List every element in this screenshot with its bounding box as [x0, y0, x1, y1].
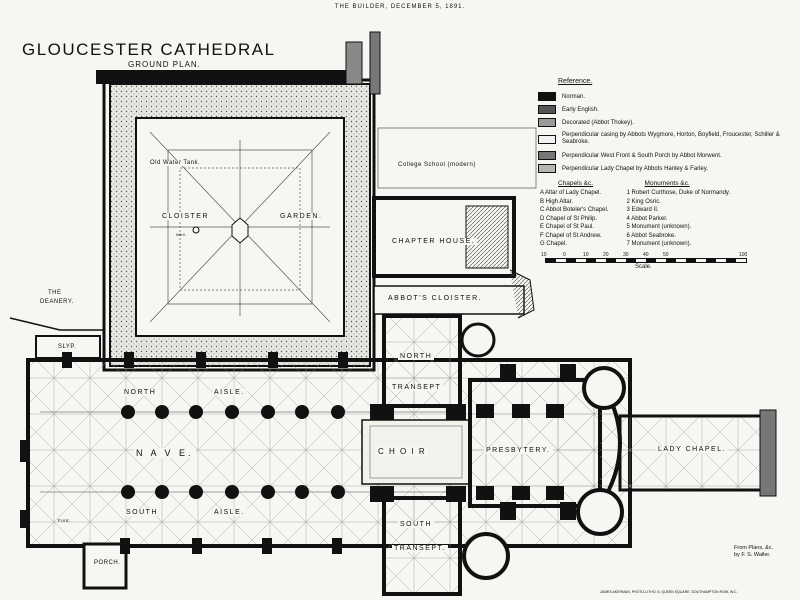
- scale-tick: 30: [623, 252, 629, 258]
- chapel-south-transept: [462, 532, 510, 580]
- list-item: A Altar of Lady Chapel.: [540, 190, 602, 196]
- label-lady-chapel: LADY CHAPEL.: [656, 446, 729, 453]
- label-nave: N A V E.: [134, 448, 196, 458]
- list-item: 1 Robert Curthose, Duke of Normandy.: [626, 190, 731, 196]
- label-presbytery: PRESBYTERY.: [484, 447, 553, 454]
- label-chapter-house: CHAPTER HOUSE.: [390, 238, 478, 245]
- chapels-heading: Chapels &c.: [558, 180, 594, 187]
- reference-label: Perpendicular West Front & South Porch b…: [562, 152, 722, 159]
- label-porch: PORCH.: [92, 560, 123, 566]
- plan-subtitle: GROUND PLAN.: [128, 60, 201, 69]
- list-item: G Chapel.: [540, 241, 568, 247]
- label-south-aisle-2: AISLE.: [212, 509, 247, 516]
- label-north-transept-2: TRANSEPT: [390, 384, 444, 391]
- label-cloister: CLOISTER: [160, 213, 212, 220]
- wall-buttresses: [20, 352, 576, 554]
- reference-row: Perpendicular Lady Chapel by Abbots Hanl…: [538, 162, 798, 175]
- reference-row: Early English.: [538, 103, 798, 116]
- swatch-perpendicular-casing: [538, 134, 556, 144]
- presbytery-area: [468, 378, 602, 508]
- label-well: Well.: [176, 232, 188, 237]
- scale-tick: 0: [563, 252, 566, 258]
- reference-row: Norman.: [538, 90, 798, 103]
- north-tower-stub: [345, 41, 363, 85]
- label-college-school: College School (modern): [396, 162, 478, 168]
- label-slyp: SLYP.: [56, 344, 79, 350]
- reference-label: Early English.: [562, 106, 599, 113]
- label-font: Font.: [58, 518, 71, 523]
- chapel-north-transept: [460, 322, 496, 358]
- north-range: [96, 70, 356, 84]
- list-item: 6 Abbot Seabroke.: [626, 232, 676, 239]
- swatch-decorated: [538, 118, 556, 127]
- north-transept-area: [382, 314, 462, 408]
- monuments-list: Monuments &c. 1 Robert Curthose, Duke of…: [627, 180, 731, 250]
- label-south-transept-1: SOUTH: [398, 521, 434, 528]
- label-abbots-cloister: ABBOT'S CLOISTER.: [386, 295, 485, 302]
- label-deanery-2: DEANERY.: [40, 299, 74, 305]
- label-deanery-1: THE: [48, 290, 62, 296]
- list-item: 3 Edward II.: [626, 207, 659, 213]
- label-south-aisle-1: SOUTH: [124, 509, 160, 516]
- swatch-perpendicular-lady-chapel: [538, 164, 556, 173]
- list-item: 4 Abbot Parker.: [626, 215, 668, 222]
- monuments-heading: Monuments &c.: [644, 180, 690, 187]
- scale-tick: 40: [643, 252, 649, 258]
- label-choir: C H O I R: [376, 447, 429, 456]
- reference-heading: Reference.: [558, 78, 593, 85]
- list-item: 7 Monument (unknown).: [626, 241, 692, 247]
- list-item: B High Altar.: [540, 198, 574, 205]
- publication-caption: THE BUILDER, DECEMBER 5, 1891.: [334, 4, 466, 10]
- south-porch: [82, 542, 128, 590]
- key-lists: Chapels &c. A Altar of Lady Chapel. B Hi…: [540, 180, 730, 250]
- credit-line-1: From Plans, &c.: [734, 545, 774, 551]
- drawing-credit: From Plans, &c. by F. S. Waller.: [734, 545, 773, 559]
- scale-tick: 50: [663, 252, 669, 258]
- credit-line-2: by F. S. Waller.: [734, 552, 771, 558]
- swatch-early-english: [538, 105, 556, 114]
- scale-bar: 10 0 10 20 30 40 50 100 Scale.: [541, 252, 785, 282]
- lady-chapel-area: [618, 414, 764, 492]
- scale-tick: 100: [739, 252, 748, 258]
- reference-label: Decorated (Abbot Thokey).: [562, 119, 634, 126]
- college-school: [377, 127, 537, 189]
- label-south-transept-2: TRANSEPT.: [392, 545, 449, 552]
- scale-bar-graphic: [545, 258, 747, 263]
- list-item: 2 King Osric.: [626, 198, 661, 205]
- label-old-water-tank: Old Water Tank.: [148, 160, 203, 166]
- reference-legend: Reference. Norman. Early English. Decora…: [538, 78, 798, 175]
- scale-tick: 20: [603, 252, 609, 258]
- plan-title: GLOUCESTER CATHEDRAL: [22, 40, 276, 59]
- swatch-perpendicular-west-front: [538, 151, 556, 160]
- reference-label: Norman.: [562, 93, 586, 100]
- reference-label: Perpendicular casing by Abbots Wygmore, …: [562, 132, 780, 145]
- crossing-piers: [370, 404, 564, 502]
- reference-label: Perpendicular Lady Chapel by Abbots Hanl…: [562, 165, 708, 172]
- reference-row: Decorated (Abbot Thokey).: [538, 116, 798, 129]
- reference-row: Perpendicular casing by Abbots Wygmore, …: [538, 129, 798, 149]
- garden-well: [192, 226, 200, 234]
- north-range-end: [369, 31, 381, 95]
- scale-word: Scale.: [635, 264, 652, 270]
- label-north-aisle-2: AISLE.: [212, 389, 247, 396]
- scale-tick: 10: [583, 252, 589, 258]
- list-item: E Chapel of St Paul.: [540, 224, 595, 230]
- nave-columns: [121, 405, 345, 499]
- reference-row: Perpendicular West Front & South Porch b…: [538, 149, 798, 162]
- list-item: 5 Monument (unknown).: [626, 224, 692, 230]
- list-item: D Chapel of St Philip.: [540, 215, 598, 222]
- list-item: C Abbot Boteler's Chapel.: [540, 207, 609, 213]
- radiating-chapel-north: [582, 366, 626, 410]
- garden-fountain: [231, 217, 249, 244]
- label-garden: GARDEN.: [278, 213, 325, 220]
- list-item: F Chapel of St Andrew.: [540, 232, 602, 239]
- label-north-aisle-1: NORTH: [122, 389, 159, 396]
- deanery-boundary: [9, 317, 104, 331]
- swatch-norman: [538, 92, 556, 101]
- radiating-chapel-south: [576, 488, 624, 536]
- printer-imprint: JAMES AKERMAN, PHOTO-LITHO, 6, QUEEN SQU…: [600, 590, 738, 594]
- label-north-transept-1: NORTH: [398, 353, 435, 360]
- scale-tick: 10: [541, 252, 547, 258]
- chapels-list: Chapels &c. A Altar of Lady Chapel. B Hi…: [540, 180, 609, 250]
